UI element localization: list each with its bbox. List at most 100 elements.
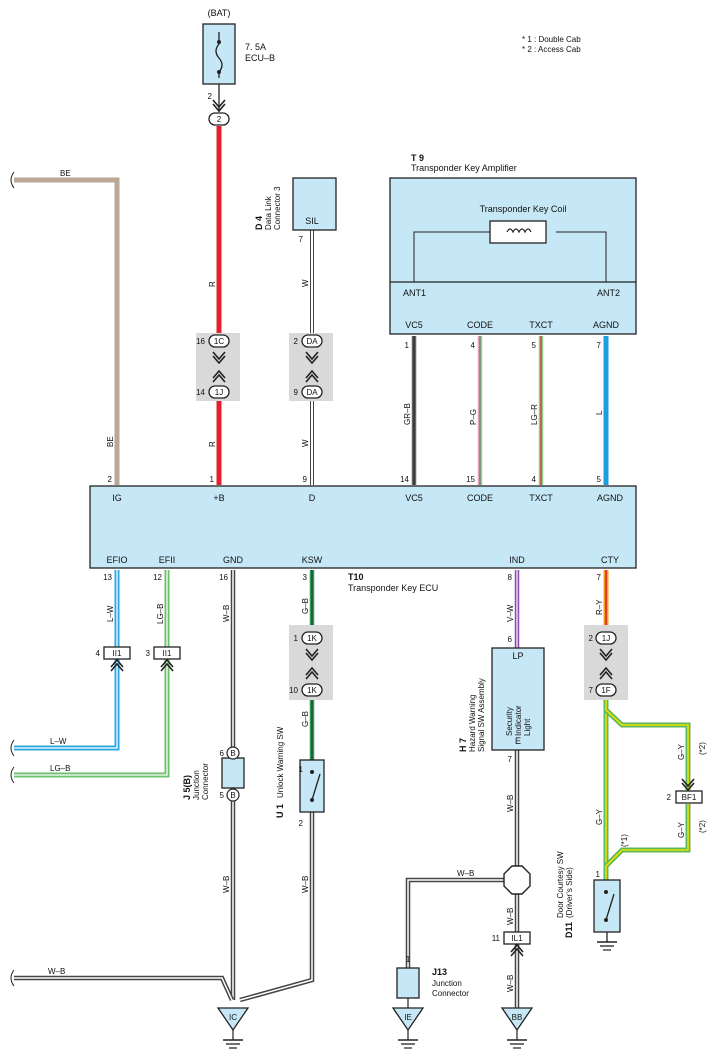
svg-text:14: 14 xyxy=(196,388,205,397)
svg-text:(*2): (*2) xyxy=(698,820,707,833)
svg-text:16: 16 xyxy=(196,337,205,346)
svg-text:D11: D11 xyxy=(564,922,574,938)
amp-name: Transponder Key Amplifier xyxy=(411,163,517,173)
amp-code: T 9 xyxy=(411,153,424,163)
svg-text:BE: BE xyxy=(106,436,115,447)
svg-text:6: 6 xyxy=(508,635,513,644)
svg-text:G–Y: G–Y xyxy=(595,808,604,825)
svg-text:4: 4 xyxy=(532,475,537,484)
svg-text:II1: II1 xyxy=(163,649,172,658)
svg-text:W–B: W–B xyxy=(457,869,474,878)
svg-text:U 1: U 1 xyxy=(275,804,285,818)
wire-break-mark xyxy=(10,171,15,189)
svg-text:E: E xyxy=(515,736,521,746)
svg-text:7: 7 xyxy=(589,686,594,695)
svg-text:1: 1 xyxy=(294,634,299,643)
svg-text:VC5: VC5 xyxy=(405,493,423,503)
svg-text:IND: IND xyxy=(509,555,525,565)
wire-l-w xyxy=(14,570,120,751)
svg-text:16: 16 xyxy=(219,573,228,582)
svg-text:1F: 1F xyxy=(601,686,610,695)
dlc-pin-name: SIL xyxy=(305,216,319,226)
fuse-name: ECU–B xyxy=(245,53,275,63)
svg-text:W–B: W–B xyxy=(222,876,231,893)
svg-text:V–W: V–W xyxy=(506,604,515,622)
svg-text:IC: IC xyxy=(229,1013,237,1022)
coil-icon xyxy=(489,220,547,244)
svg-text:Indicator: Indicator xyxy=(514,705,523,736)
svg-text:W: W xyxy=(301,439,310,447)
svg-text:L: L xyxy=(595,410,604,415)
svg-text:Connector: Connector xyxy=(432,989,469,998)
svg-text:2: 2 xyxy=(299,819,304,828)
svg-text:G–Y: G–Y xyxy=(677,821,686,838)
svg-text:H 7: H 7 xyxy=(458,738,468,752)
dlc-box xyxy=(292,177,337,231)
svg-text:D: D xyxy=(309,493,316,503)
svg-text:CODE: CODE xyxy=(467,493,493,503)
svg-text:(Driver’s Side): (Driver’s Side) xyxy=(565,867,574,918)
fuse-pin: 2 xyxy=(208,92,213,101)
svg-text:5: 5 xyxy=(597,475,602,484)
svg-text:12: 12 xyxy=(153,573,162,582)
svg-text:W–B: W–B xyxy=(506,975,515,992)
svg-text:Unlock Warning SW: Unlock Warning SW xyxy=(276,726,285,798)
svg-text:P–G: P–G xyxy=(469,409,478,425)
svg-text:Security: Security xyxy=(505,707,514,736)
svg-text:B: B xyxy=(230,749,235,758)
ecu-box xyxy=(89,485,637,569)
svg-text:2: 2 xyxy=(589,634,594,643)
svg-text:R: R xyxy=(208,281,217,287)
ecu-code: T10 xyxy=(348,572,364,582)
ground-ic: IC xyxy=(216,1007,250,1049)
svg-text:EFIO: EFIO xyxy=(106,555,127,565)
fuse-rating: 7. 5A xyxy=(245,42,266,52)
svg-text:2: 2 xyxy=(217,115,222,124)
svg-text:10: 10 xyxy=(289,686,298,695)
svg-text:CODE: CODE xyxy=(467,320,493,330)
svg-text:LG–R: LG–R xyxy=(530,404,539,425)
ecu-top-pins: 2 1 9 14 15 4 5 IG +B D VC5 CODE TXCT AG… xyxy=(108,475,624,503)
svg-text:J13: J13 xyxy=(432,967,447,977)
svg-text:2: 2 xyxy=(667,793,672,802)
bat-label: (BAT) xyxy=(208,8,231,18)
dlc-name2: Connector 3 xyxy=(273,186,282,230)
svg-text:9: 9 xyxy=(294,388,299,397)
svg-text:1: 1 xyxy=(299,765,304,774)
svg-text:EFII: EFII xyxy=(159,555,176,565)
svg-text:9: 9 xyxy=(303,475,308,484)
svg-text:2: 2 xyxy=(294,337,299,346)
wire-labels-right: R–Y G–Y (*1) G–Y (*2) G–Y (*2) xyxy=(595,599,707,847)
svg-text:AGND: AGND xyxy=(597,493,624,503)
ant2-label: ANT2 xyxy=(597,288,620,298)
svg-text:B: B xyxy=(230,791,235,800)
svg-text:3: 3 xyxy=(303,573,308,582)
svg-text:1J: 1J xyxy=(215,388,223,397)
svg-text:G–B: G–B xyxy=(301,598,310,614)
svg-text:Light: Light xyxy=(523,718,532,736)
ground-ie: IE xyxy=(391,998,425,1049)
svg-text:Junction: Junction xyxy=(432,979,462,988)
dlc-code: D 4 xyxy=(254,216,264,230)
svg-text:13: 13 xyxy=(103,573,112,582)
svg-text:IL1: IL1 xyxy=(511,934,523,943)
svg-text:(*1): (*1) xyxy=(620,834,629,847)
svg-text:Junction: Junction xyxy=(192,770,201,800)
svg-text:Hazard Warning: Hazard Warning xyxy=(468,694,477,752)
svg-text:VC5: VC5 xyxy=(405,320,423,330)
door-courtesy-switch: 1 D11 Door Courtesy SW (Driver’s Side) xyxy=(556,851,621,951)
svg-text:BF1: BF1 xyxy=(682,793,697,802)
svg-text:5: 5 xyxy=(532,341,537,350)
wire-w-b-left xyxy=(10,969,235,1001)
svg-text:W–B: W–B xyxy=(506,908,515,925)
svg-text:1: 1 xyxy=(406,955,411,964)
svg-text:1: 1 xyxy=(210,475,215,484)
svg-text:II1: II1 xyxy=(113,649,122,658)
svg-text:J 5(B): J 5(B) xyxy=(182,775,192,800)
svg-text:(*2): (*2) xyxy=(698,742,707,755)
svg-text:TXCT: TXCT xyxy=(529,320,553,330)
fuse-icon xyxy=(215,32,223,78)
coil-label: Transponder Key Coil xyxy=(480,204,567,214)
note-double-cab: * 1 : Double Cab xyxy=(522,35,581,44)
